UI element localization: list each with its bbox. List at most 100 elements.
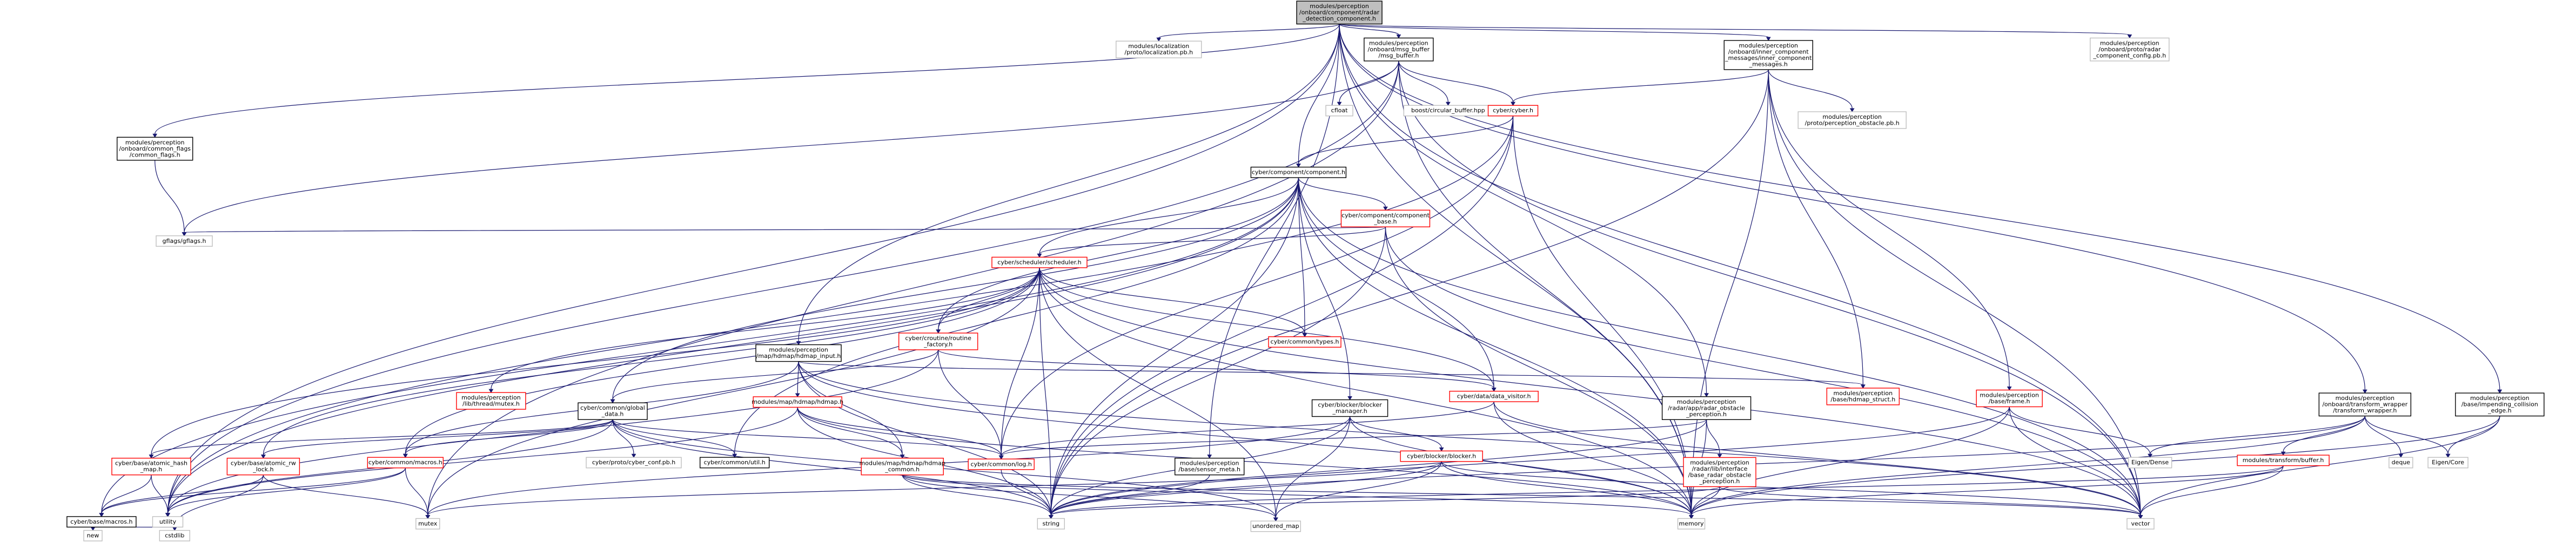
node-box: [755, 344, 842, 362]
node-label-line: modules/localization: [1128, 43, 1189, 50]
node-cyber-h[interactable]: cyber/cyber.h: [1487, 105, 1539, 117]
node-hdmap-struct[interactable]: modules/perception/base/hdmap_struct.h: [1826, 388, 1900, 405]
node-base-radar-iface[interactable]: modules/perception/radar/lib/interface/b…: [1683, 457, 1756, 487]
edge-arrowhead: [488, 389, 494, 394]
node-loc-pb[interactable]: modules/localization/proto/localization.…: [1116, 40, 1202, 58]
node-blocker-h[interactable]: cyber/blocker/blocker.h: [1400, 450, 1483, 462]
node-gflags[interactable]: gflags/gflags.h: [156, 235, 213, 247]
node-box: [2090, 37, 2170, 62]
edge-inner-msgs-to-vector: [1768, 69, 2143, 519]
node-atomic-rw-lock[interactable]: cyber/base/atomic_rw_lock.h: [226, 457, 300, 476]
edge-line: [1298, 24, 1340, 164]
node-cfloat[interactable]: cfloat: [1325, 105, 1353, 117]
node-component-h[interactable]: cyber/component/component.h: [1250, 166, 1347, 178]
node-string[interactable]: string: [1037, 518, 1065, 530]
node-global-data[interactable]: cyber/common/global_data.h: [578, 402, 648, 420]
node-unordered-map[interactable]: unordered_map: [1250, 520, 1302, 532]
edge-line: [1691, 416, 2500, 516]
edge-line: [167, 116, 1514, 513]
node-box: [991, 256, 1088, 268]
node-eigen-dense[interactable]: Eigen/Dense: [2128, 457, 2172, 469]
edge-inner-msgs-to-base-frame: [1768, 69, 2012, 391]
edge-arrowhead: [2007, 386, 2012, 391]
node-cstdlib[interactable]: cstdlib: [159, 530, 190, 541]
edge-line: [1001, 469, 1051, 516]
node-hdmap-h[interactable]: modules/map/hdmap/hdmap.h: [752, 396, 843, 408]
node-label-line: modules/perception: [1677, 398, 1736, 405]
edge-line: [1339, 23, 1399, 35]
node-inner-msgs[interactable]: modules/perception/onboard/inner_compone…: [1723, 40, 1813, 70]
edge-line: [1691, 69, 1769, 516]
node-hdmap-common[interactable]: modules/map/hdmap/hdmap_common.h: [860, 457, 945, 476]
node-transform-buffer[interactable]: modules/transform/buffer.h: [2237, 455, 2330, 466]
node-label-line: cfloat: [1331, 107, 1348, 114]
node-box: [1311, 399, 1388, 417]
node-common-types[interactable]: cyber/common/types.h: [1268, 336, 1341, 348]
edge-line: [734, 178, 1299, 455]
node-common-log[interactable]: cyber/common/log.h: [968, 458, 1035, 470]
node-label-line: /onboard/common_flags: [119, 145, 191, 152]
node-component-base[interactable]: cyber/component/component_base.h: [1340, 209, 1431, 227]
node-common-flags[interactable]: modules/perception/onboard/common_flags/…: [116, 137, 193, 161]
node-obstacle-pb[interactable]: modules/perception/proto/perception_obst…: [1797, 111, 1907, 129]
edge-line: [798, 361, 2141, 516]
node-bounding-collision[interactable]: modules/perception/base/impending_collis…: [2455, 392, 2545, 417]
node-base-macros[interactable]: cyber/base/macros.h: [66, 516, 137, 528]
edge-arrowhead: [631, 453, 636, 458]
edge-arrowhead: [1439, 447, 1444, 452]
node-hdmap-input[interactable]: modules/perception/map/hdmap/hdmap_input…: [755, 344, 842, 362]
edge-line: [1050, 419, 1707, 516]
edge-line: [1768, 69, 2141, 516]
node-memory[interactable]: memory: [1677, 518, 1706, 530]
node-scheduler[interactable]: cyber/scheduler/scheduler.h: [991, 256, 1088, 268]
node-mutex-h[interactable]: modules/perception/lib/thread/mutex.h: [456, 392, 526, 410]
node-box: [1723, 40, 1813, 70]
edge-arrowhead: [1445, 101, 1451, 106]
node-label-line: /onboard/component/radar: [1299, 9, 1380, 16]
node-deque[interactable]: deque: [2389, 457, 2413, 469]
node-new[interactable]: new: [83, 530, 103, 541]
node-label-line: cyber/base/atomic_hash: [115, 460, 187, 467]
node-data-visitor[interactable]: cyber/data/data_visitor.h: [1449, 390, 1539, 402]
edge-msg-buffer-to-cyber-h: [1398, 60, 1515, 106]
node-box: [1250, 520, 1302, 532]
node-boost-cb[interactable]: boost/circular_buffer.hpp: [1403, 105, 1493, 117]
edge-arrowhead: [149, 455, 154, 459]
node-radar-cfg-pb[interactable]: modules/perception/onboard/proto/radar_c…: [2090, 37, 2170, 62]
node-root[interactable]: modules/perception/onboard/component/rad…: [1296, 1, 1383, 25]
node-box: [2237, 455, 2330, 466]
edge-line: [1001, 401, 1494, 456]
edge-global-data-to-atomic-rw-lock: [261, 419, 613, 459]
edge-line: [405, 267, 1040, 455]
node-blocker-manager[interactable]: cyber/blocker/blocker_manager.h: [1311, 399, 1388, 417]
edge-atomic-rw-lock-to-mutex: [263, 475, 431, 519]
node-radar-obs-percep[interactable]: modules/perception/radar/app/radar_obsta…: [1661, 396, 1752, 420]
node-label-line: modules/perception: [769, 347, 828, 354]
edge-line: [1158, 23, 1340, 38]
node-sensor-meta[interactable]: modules/perception/base/sensor_meta.h: [1174, 457, 1245, 476]
node-vector[interactable]: vector: [2126, 518, 2155, 530]
node-label-line: cyber/data/data_visitor.h: [1457, 393, 1531, 400]
edge-radar-obs-percep-to-common-log: [998, 419, 1707, 460]
node-box: [1340, 209, 1431, 227]
node-base-frame[interactable]: modules/perception/base/frame.h: [1976, 389, 2043, 408]
node-label-line: modules/perception: [125, 139, 185, 146]
node-eigen-core[interactable]: Eigen/Core: [2427, 457, 2468, 469]
edge-arrowhead: [90, 527, 96, 531]
node-routine-factory[interactable]: cyber/croutine/routine_factory.h: [898, 333, 978, 350]
edge-component-h-to-global-data: [610, 178, 1299, 404]
node-msg-buffer[interactable]: modules/perception/onboard/msg_buffer/ms…: [1364, 37, 1434, 62]
node-label-line: modules/perception: [2100, 39, 2159, 46]
edge-line: [1349, 416, 1442, 448]
edge-line: [2009, 406, 2141, 516]
edge-arrowhead: [1860, 384, 1866, 389]
node-mutex[interactable]: mutex: [415, 518, 440, 530]
node-cyber-conf-pb[interactable]: cyber/proto/cyber_conf.pb.h: [586, 457, 682, 469]
node-transform-wrapper[interactable]: modules/perception/onboard/transform_wra…: [2318, 392, 2412, 417]
edge-root-to-radar-cfg-pb: [1339, 23, 2132, 39]
node-label-line: /common_flags.h: [130, 151, 180, 158]
node-utility[interactable]: utility: [152, 516, 184, 528]
node-cyber-macros[interactable]: cyber/common/macros.h: [367, 457, 444, 469]
node-atomic-hash-map[interactable]: cyber/base/atomic_hash_map.h: [111, 457, 191, 476]
node-common-util[interactable]: cyber/common/util.h: [699, 457, 770, 469]
